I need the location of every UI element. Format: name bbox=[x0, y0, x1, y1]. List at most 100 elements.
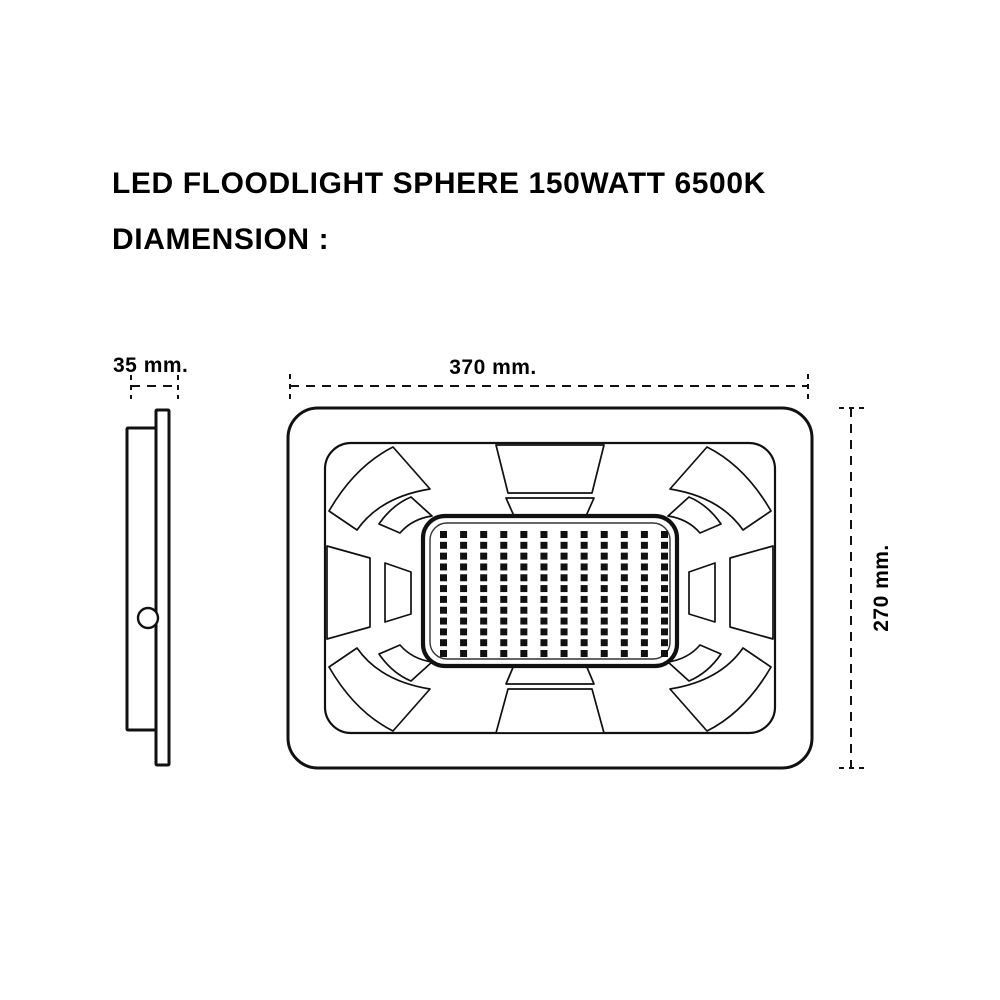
led-chip bbox=[580, 541, 588, 549]
led-chip bbox=[520, 628, 528, 636]
led-chip bbox=[600, 650, 608, 657]
led-chip bbox=[580, 552, 588, 560]
led-chip bbox=[460, 650, 468, 657]
led-chip bbox=[640, 531, 648, 538]
led-chip bbox=[460, 531, 468, 538]
height-dimension-group: 270 mm. bbox=[839, 407, 893, 769]
led-chip bbox=[520, 639, 528, 647]
side-view-faceplate-strip bbox=[154, 408, 171, 767]
led-chip bbox=[661, 585, 668, 593]
led-chip bbox=[661, 531, 668, 538]
led-chip bbox=[580, 531, 588, 538]
side-profile-view bbox=[125, 408, 171, 767]
led-chip bbox=[600, 541, 608, 549]
led-chip bbox=[600, 531, 608, 538]
led-chip bbox=[440, 552, 447, 560]
led-chip bbox=[520, 574, 528, 582]
led-chip bbox=[460, 541, 468, 549]
led-chip bbox=[520, 552, 528, 560]
led-chip bbox=[500, 585, 508, 593]
led-chip bbox=[480, 617, 488, 625]
led-chip bbox=[560, 541, 568, 549]
heatsink-fin-corner-top-left-outer bbox=[328, 446, 431, 531]
heatsink-fin-group bbox=[326, 444, 774, 734]
led-chip bbox=[661, 541, 668, 549]
led-chip bbox=[661, 552, 668, 560]
led-chip bbox=[520, 531, 528, 538]
led-chip bbox=[661, 563, 668, 571]
led-chip bbox=[440, 541, 447, 549]
heatsink-fin-right-inner bbox=[688, 562, 716, 623]
led-chip bbox=[480, 606, 488, 614]
led-chip bbox=[600, 617, 608, 625]
heatsink-fin-bottom-outer bbox=[495, 688, 605, 734]
led-panel-inner-border bbox=[429, 522, 671, 660]
led-chip bbox=[620, 563, 628, 571]
led-chip bbox=[480, 585, 488, 593]
led-chip bbox=[540, 574, 548, 582]
led-chip bbox=[520, 563, 528, 571]
led-chip bbox=[440, 617, 447, 625]
led-chip bbox=[560, 639, 568, 647]
led-grid bbox=[440, 531, 668, 657]
led-chip bbox=[480, 639, 488, 647]
led-chip bbox=[520, 541, 528, 549]
led-chip bbox=[440, 563, 447, 571]
title-block: LED FLOODLIGHT SPHERE 150WATT 6500K DIAM… bbox=[112, 156, 912, 268]
led-chip bbox=[640, 585, 648, 593]
led-chip bbox=[540, 606, 548, 614]
led-chip bbox=[620, 639, 628, 647]
led-chip bbox=[560, 617, 568, 625]
led-chip bbox=[600, 563, 608, 571]
led-chip bbox=[620, 650, 628, 657]
led-chip bbox=[580, 574, 588, 582]
led-chip bbox=[540, 563, 548, 571]
width-dimension-group: 370 mm. bbox=[289, 356, 809, 400]
led-chip bbox=[661, 617, 668, 625]
led-chip bbox=[600, 639, 608, 647]
led-chip bbox=[500, 595, 508, 603]
led-chip bbox=[600, 595, 608, 603]
led-chip bbox=[661, 650, 668, 657]
led-chip bbox=[480, 650, 488, 657]
led-chip bbox=[560, 585, 568, 593]
led-chip bbox=[520, 585, 528, 593]
led-chip bbox=[560, 552, 568, 560]
led-chip bbox=[600, 585, 608, 593]
led-chip bbox=[640, 574, 648, 582]
led-chip bbox=[540, 628, 548, 636]
led-chip bbox=[661, 574, 668, 582]
led-chip bbox=[460, 595, 468, 603]
width-dimension-label: 370 mm. bbox=[449, 356, 537, 379]
led-chip bbox=[580, 617, 588, 625]
led-chip bbox=[661, 628, 668, 636]
led-chip bbox=[520, 595, 528, 603]
led-chip bbox=[620, 531, 628, 538]
led-chip bbox=[640, 628, 648, 636]
page-title-line-1: LED FLOODLIGHT SPHERE 150WATT 6500K bbox=[112, 167, 766, 200]
led-chip bbox=[540, 585, 548, 593]
led-chip bbox=[640, 563, 648, 571]
led-chip bbox=[640, 617, 648, 625]
led-chip bbox=[560, 595, 568, 603]
led-chip bbox=[500, 563, 508, 571]
led-chip bbox=[500, 541, 508, 549]
led-chip bbox=[440, 650, 447, 657]
led-chip bbox=[560, 606, 568, 614]
led-chip bbox=[540, 541, 548, 549]
led-chip bbox=[440, 595, 447, 603]
led-chip bbox=[440, 628, 447, 636]
led-chip bbox=[620, 606, 628, 614]
side-view-mounting-hole bbox=[136, 606, 160, 630]
led-chip bbox=[600, 552, 608, 560]
led-chip bbox=[580, 595, 588, 603]
led-chip bbox=[620, 585, 628, 593]
led-chip bbox=[460, 617, 468, 625]
led-chip bbox=[661, 595, 668, 603]
led-chip bbox=[500, 606, 508, 614]
led-chip bbox=[480, 595, 488, 603]
led-chip bbox=[540, 531, 548, 538]
led-chip bbox=[580, 585, 588, 593]
